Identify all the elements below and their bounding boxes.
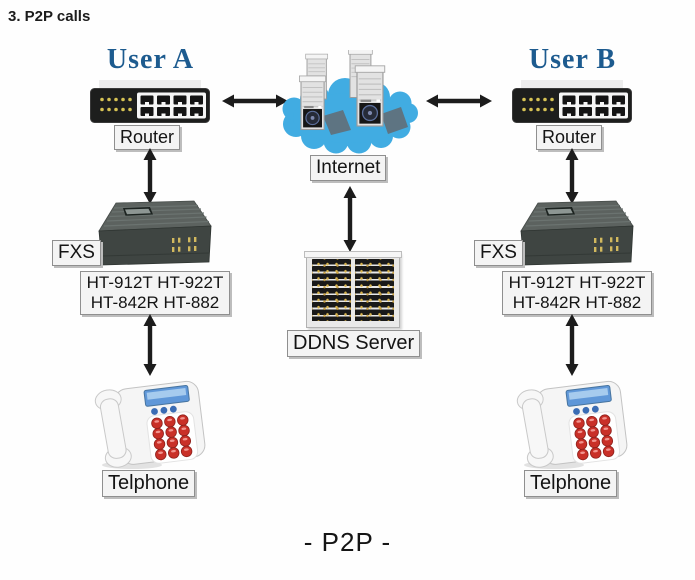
telephone-label-right: Telphone [524,470,618,497]
fxs-led-lights [172,237,197,252]
router-image-left [90,80,210,126]
server-tower [355,66,385,126]
arrow-usera-internet [222,93,288,109]
phone-keypad [151,414,193,461]
fxs-seam [523,252,632,257]
router-image-right [512,80,632,126]
telephone-image-left [92,378,210,470]
model-line-1: HT-912T HT-922T [86,273,224,292]
fxs-ridges [525,204,632,227]
router-label-left: Router [114,125,181,150]
fxs-gateway-image-right [514,200,636,268]
fxs-front-face [98,225,212,266]
router-led-lights [100,97,132,112]
ddns-rack-column [312,259,351,321]
router-port-panel [137,92,206,119]
arrow-fxs-phone-right [564,314,580,376]
model-line-2: HT-842R HT-882 [512,293,642,313]
fxs-display [125,208,151,215]
phone-handset [516,389,554,468]
ethernet-ports [140,95,203,116]
fxs-label-right: FXS [474,240,523,266]
diagram-title: 3. P2P calls [8,8,91,25]
fxs-led-lights [594,237,619,252]
phone-function-buttons [151,405,177,415]
router-port-panel [559,92,628,119]
arrow-internet-ddns [342,186,358,252]
fxs-front-face [520,225,634,266]
arrow-internet-userb [426,93,492,109]
ddns-rack-column [355,259,394,321]
phone-handset [94,389,132,468]
internet-label: Internet [310,155,387,181]
server-tower [299,76,325,130]
fxs-label-left: FXS [52,240,101,266]
user-a-title: User A [106,44,195,75]
arrow-fxs-phone-left [142,314,158,376]
user-b-title: User B [528,44,617,75]
phone-display-glare [146,388,187,400]
model-line-2: HT-842R HT-882 [90,293,220,313]
fxs-seam [101,252,210,257]
telephone-label-left: Telphone [102,470,196,497]
phone-function-buttons [573,405,599,415]
fxs-gateway-image-left [92,200,214,268]
internet-cloud-image [281,50,419,156]
router-led-lights [522,97,554,112]
phone-keypad [573,414,615,461]
model-line-1: HT-912T HT-922T [508,273,646,292]
server-shadow [323,110,351,135]
fxs-display [547,208,573,215]
ethernet-ports [562,95,625,116]
ddns-rack-columns [307,253,399,324]
p2p-footer-label: - P2P - [303,527,392,557]
arrow-router-fxs-left [142,148,158,204]
ddns-server-label: DDNS Server [287,330,421,357]
model-numbers-right: HT-912T HT-922T HT-842R HT-882 [502,271,652,316]
phone-display-glare [568,388,609,400]
telephone-image-right [514,378,632,470]
arrow-router-fxs-right [564,148,580,204]
fxs-ridges [103,204,210,227]
ddns-server-image [304,251,402,328]
router-label-right: Router [536,125,603,150]
model-numbers-left: HT-912T HT-922T HT-842R HT-882 [80,271,230,316]
server-shadow [381,107,408,134]
